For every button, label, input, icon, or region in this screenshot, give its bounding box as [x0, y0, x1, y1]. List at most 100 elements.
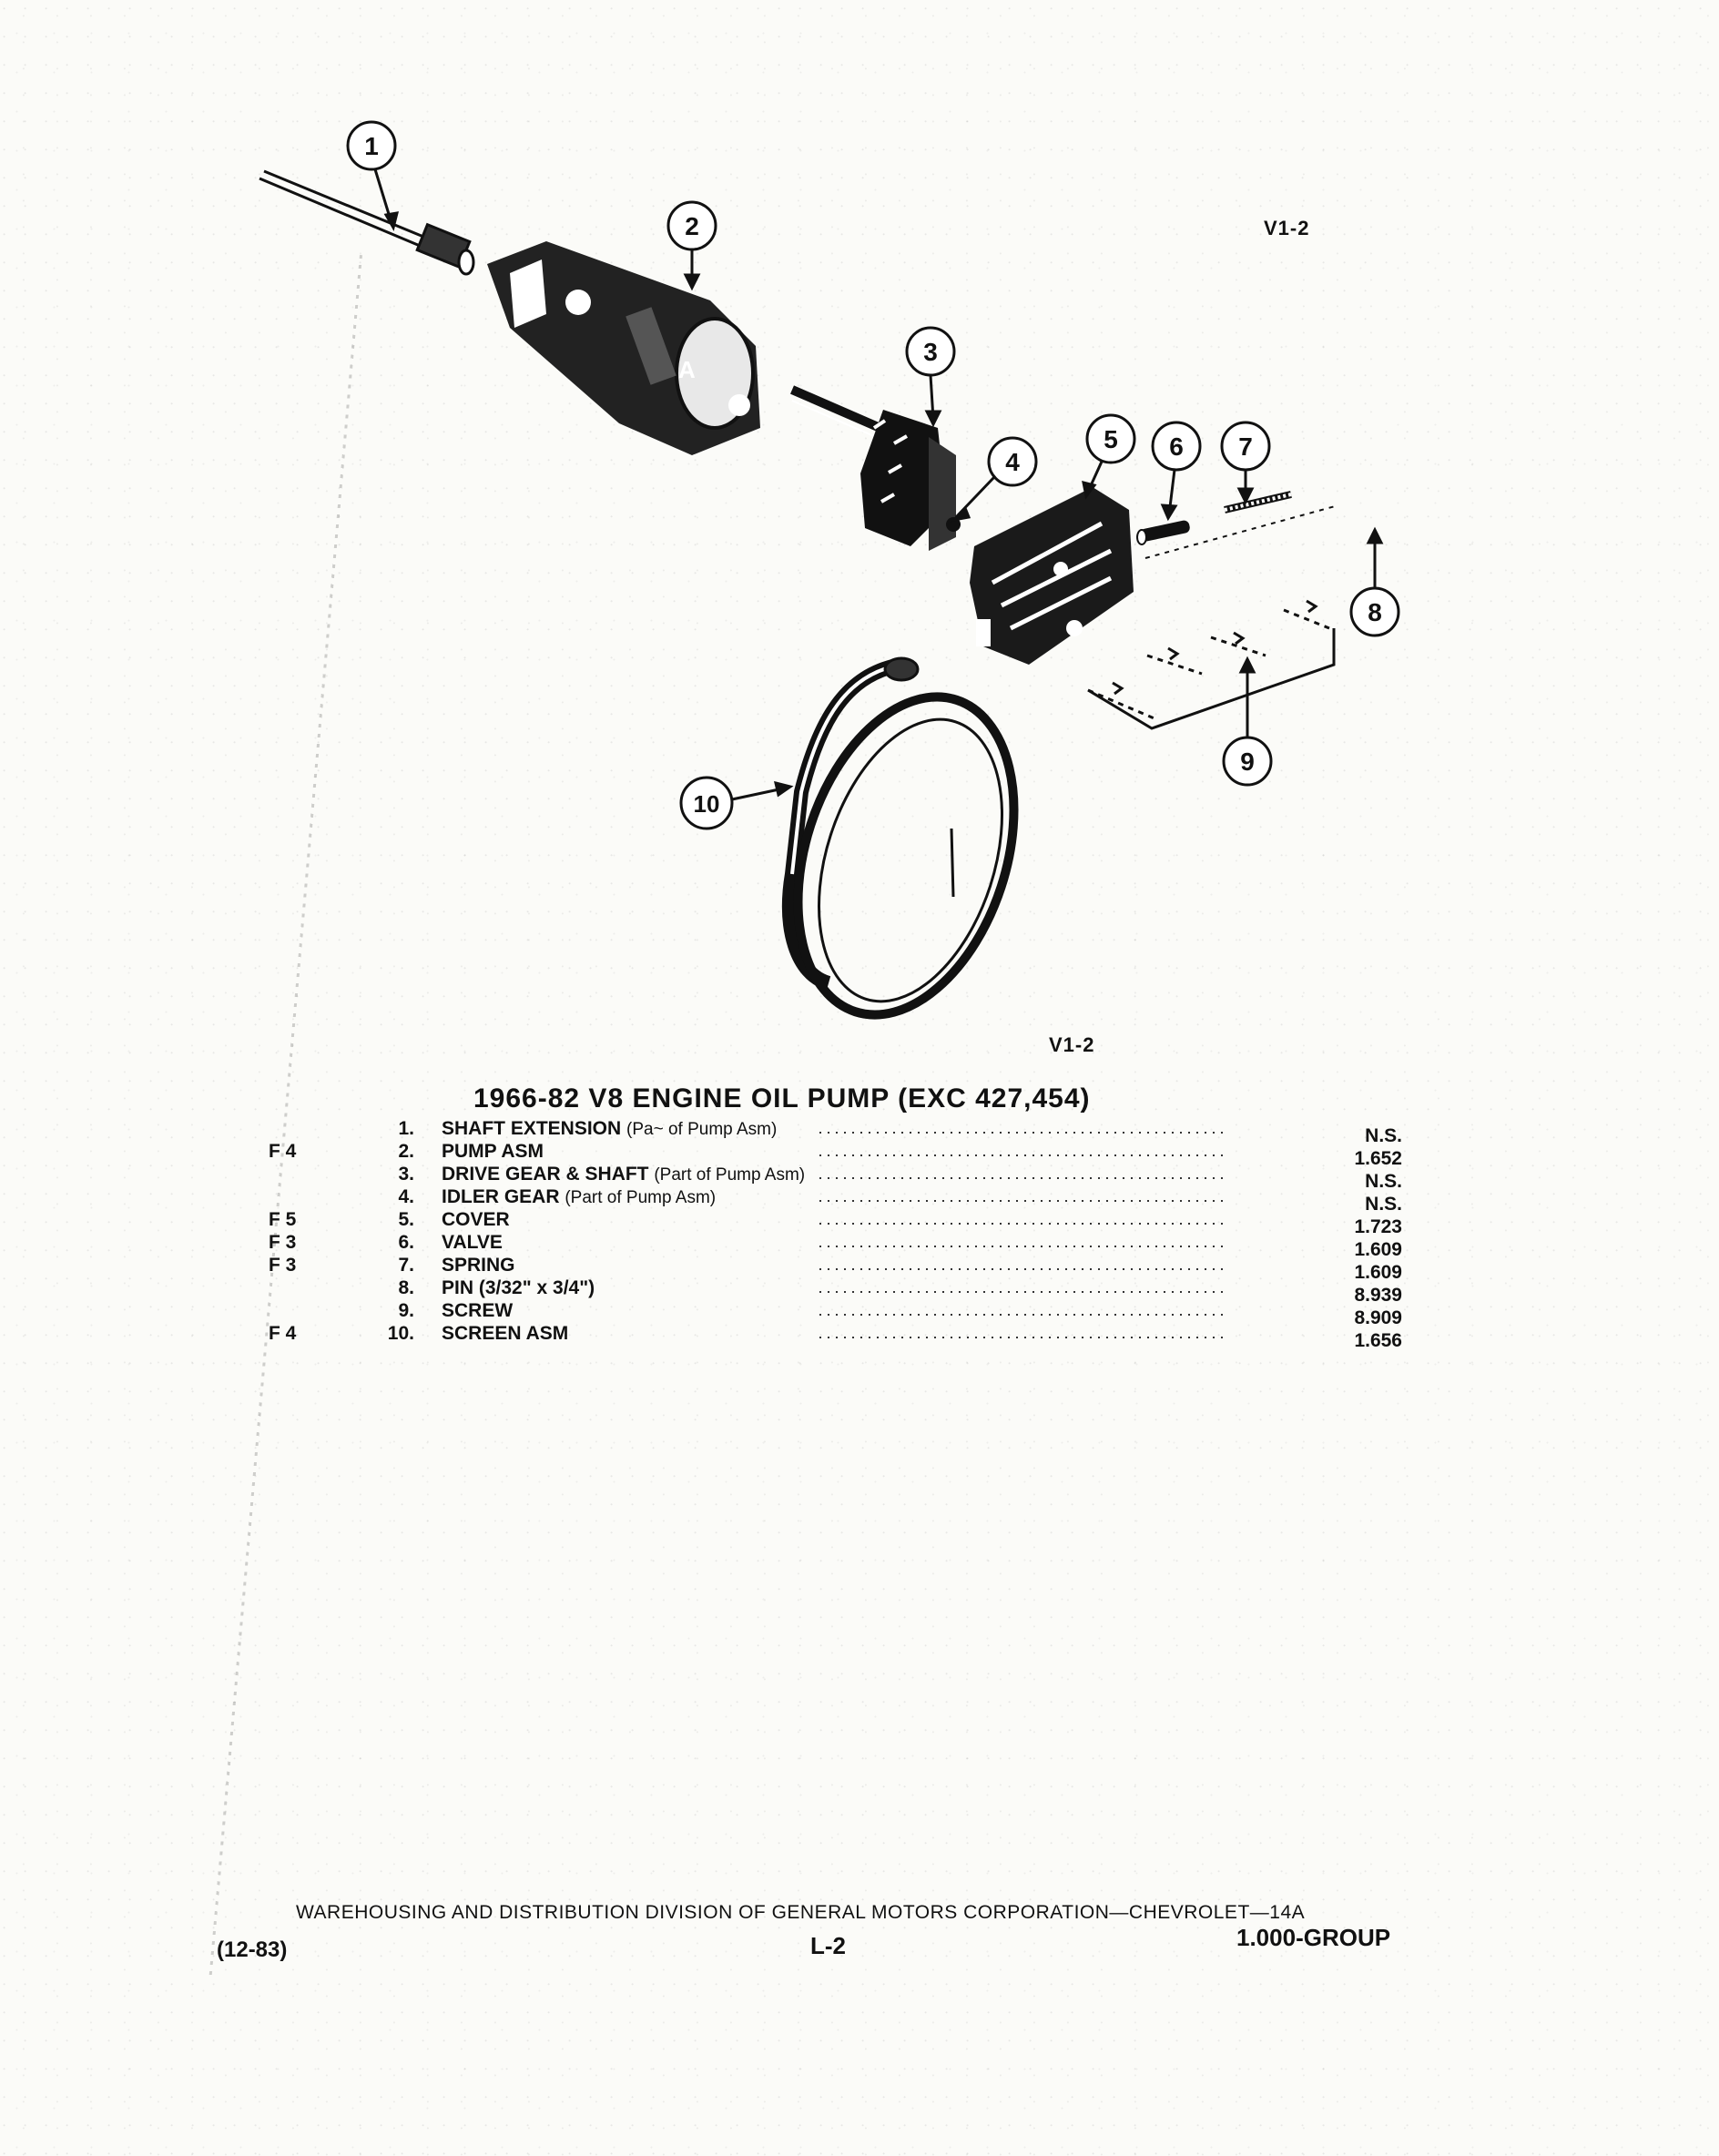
part-code: F 4 — [269, 1323, 297, 1344]
part-name-text: PUMP ASM — [442, 1141, 544, 1162]
part-number: 7. — [398, 1255, 414, 1276]
part-name: IDLER GEAR (Part of Pump Asm) — [442, 1186, 716, 1208]
part-price: 1.652 — [1354, 1148, 1402, 1169]
part-name: PIN (3/32" x 3/4") — [442, 1277, 595, 1299]
part-name-text: SCREEN ASM — [442, 1323, 569, 1344]
part-note: (Part of Pump Asm) — [565, 1188, 717, 1207]
part-name: SHAFT EXTENSION (Pa~ of Pump Asm) — [442, 1118, 777, 1140]
callout-10 — [679, 776, 794, 830]
callout-7 — [1220, 421, 1271, 505]
dot-leader — [819, 1291, 1225, 1293]
dot-leader — [819, 1268, 1225, 1270]
footer-division: WAREHOUSING AND DISTRIBUTION DIVISION OF… — [296, 1902, 1306, 1923]
part-number: 1. — [398, 1118, 414, 1139]
part-number: 3. — [398, 1164, 414, 1185]
callout-8-label: 8 — [1368, 598, 1382, 626]
idler-gear-part — [929, 437, 961, 551]
part-number: 5. — [398, 1209, 414, 1230]
callout-9-label: 9 — [1240, 747, 1255, 776]
part-price: N.S. — [1365, 1171, 1402, 1192]
callout-1 — [346, 120, 400, 231]
part-name-text: SPRING — [442, 1255, 515, 1276]
part-name: SCREW — [442, 1300, 513, 1322]
part-name: DRIVE GEAR & SHAFT (Part of Pump Asm) — [442, 1164, 805, 1185]
parts-row: F 4 10. SCREEN ASM 1.656 — [255, 1323, 1429, 1351]
callout-3-label: 3 — [923, 338, 938, 366]
part-name-text: VALVE — [442, 1232, 503, 1253]
parts-row: F 4 2. PUMP ASM 1.652 — [255, 1141, 1429, 1169]
part-note: (Pa~ of Pump Asm) — [626, 1120, 778, 1139]
part-number: 2. — [398, 1141, 414, 1162]
callout-7-label: 7 — [1238, 432, 1253, 461]
part-name: VALVE — [442, 1232, 503, 1254]
callout-4 — [950, 436, 1038, 523]
dot-leader — [819, 1177, 1225, 1179]
part-price: 1.609 — [1354, 1239, 1402, 1260]
footer-date: (12-83) — [217, 1937, 288, 1962]
part-price: 1.723 — [1354, 1216, 1402, 1237]
valve-part — [1136, 520, 1190, 545]
footer-page-number: L-2 — [810, 1932, 846, 1959]
dot-leader — [819, 1314, 1225, 1316]
part-name: SCREEN ASM — [442, 1323, 568, 1345]
figure-code-top: V1-2 — [1264, 217, 1310, 239]
callout-8 — [1349, 526, 1400, 637]
dot-leader — [819, 1132, 1225, 1134]
part-number: 9. — [398, 1300, 414, 1321]
part-code: F 3 — [269, 1255, 297, 1276]
parts-row: 3. DRIVE GEAR & SHAFT (Part of Pump Asm) N… — [255, 1164, 1429, 1192]
footer-group: 1.000-GROUP — [1236, 1924, 1391, 1951]
part-name-text: DRIVE GEAR & SHAFT — [442, 1164, 649, 1185]
part-name-text: PIN (3/32" x 3/4") — [442, 1277, 595, 1298]
callout-3 — [905, 326, 956, 428]
callout-10-label: 10 — [694, 790, 720, 818]
pump-body-part: A — [487, 241, 760, 455]
callout-9 — [1222, 656, 1273, 787]
part-name-text: SHAFT EXTENSION — [442, 1118, 622, 1139]
callout-2 — [666, 200, 717, 291]
svg-text:A: A — [678, 356, 696, 383]
part-price: N.S. — [1365, 1194, 1402, 1215]
callout-6 — [1151, 421, 1202, 522]
part-name-text: SCREW — [442, 1300, 514, 1321]
callout-5 — [1082, 413, 1136, 500]
part-number: 10. — [387, 1323, 414, 1344]
callout-1-label: 1 — [364, 132, 379, 160]
part-name-text: COVER — [442, 1209, 510, 1230]
part-price: N.S. — [1365, 1125, 1402, 1146]
parts-table-title: 1966-82 V8 ENGINE OIL PUMP (EXC 427,454) — [473, 1083, 1091, 1114]
drive-gear-part — [790, 385, 947, 546]
parts-list: 1.SHAFT EXTENSION (Pa~ of Pump Asm)N.S.F… — [255, 1118, 1429, 1351]
part-price: 1.656 — [1354, 1330, 1402, 1351]
callout-4-label: 4 — [1005, 448, 1020, 476]
callout-2-label: 2 — [685, 212, 699, 240]
parts-row: F 5 5. COVER 1.723 — [255, 1209, 1429, 1237]
screen-asm-part — [782, 656, 1019, 1020]
part-number: 8. — [398, 1277, 414, 1298]
parts-row: 4. IDLER GEAR (Part of Pump Asm) N.S. — [255, 1186, 1429, 1215]
part-number: 4. — [398, 1186, 414, 1207]
part-price: 8.909 — [1354, 1307, 1402, 1328]
figure-code-bottom: V1-2 — [1049, 1033, 1095, 1056]
parts-row: 9. SCREW 8.909 — [255, 1300, 1429, 1328]
dot-leader — [819, 1223, 1225, 1225]
part-price: 1.609 — [1354, 1262, 1402, 1283]
part-name-text: IDLER GEAR — [442, 1186, 560, 1207]
pin-part — [1144, 504, 1339, 559]
parts-row: F 3 7. SPRING 1.609 — [255, 1255, 1429, 1283]
callout-5-label: 5 — [1104, 425, 1118, 453]
dot-leader — [819, 1200, 1225, 1202]
shaft-extension-part — [259, 169, 475, 276]
pump-cover-part — [970, 487, 1134, 665]
part-name: PUMP ASM — [442, 1141, 544, 1163]
callout-6-label: 6 — [1169, 432, 1184, 461]
part-number: 6. — [398, 1232, 414, 1253]
dot-leader — [819, 1246, 1225, 1247]
parts-row: 8. PIN (3/32" x 3/4") 8.939 — [255, 1277, 1429, 1306]
part-code: F 4 — [269, 1141, 297, 1162]
part-name: COVER — [442, 1209, 510, 1231]
part-price: 8.939 — [1354, 1285, 1402, 1306]
part-code: F 5 — [269, 1209, 297, 1230]
